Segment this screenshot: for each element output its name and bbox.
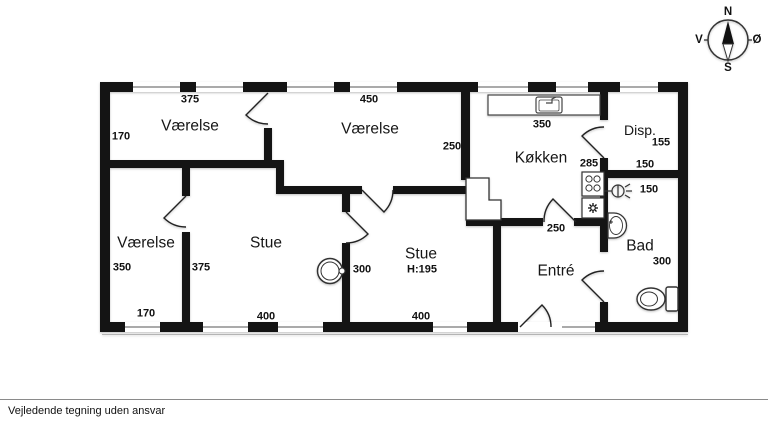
dim-stue-vest-depth: 375 bbox=[191, 261, 211, 274]
toilet-icon bbox=[636, 286, 679, 312]
burner-icon bbox=[593, 184, 601, 192]
burner-icon bbox=[585, 184, 593, 192]
window bbox=[478, 82, 528, 92]
window bbox=[350, 82, 397, 92]
wall-segment bbox=[100, 322, 688, 332]
room-label-bad: Bad bbox=[626, 237, 654, 255]
wall-segment bbox=[600, 92, 608, 120]
wood-stove-icon bbox=[316, 257, 346, 285]
dim-vaerelse-n-width: 450 bbox=[359, 93, 379, 106]
dim-stue-oest-depth: 300 bbox=[352, 263, 372, 276]
stove-body bbox=[581, 171, 605, 197]
wall-segment bbox=[342, 186, 350, 212]
wall-segment bbox=[604, 170, 678, 178]
wall-segment bbox=[678, 82, 688, 332]
window bbox=[203, 322, 248, 332]
lamp-icon bbox=[604, 183, 632, 199]
dim-koekken-width: 350 bbox=[532, 118, 552, 131]
disclaimer-text: Vejledende tegning uden ansvar bbox=[8, 405, 166, 417]
burner-icon bbox=[593, 175, 601, 183]
wall-segment bbox=[182, 232, 190, 322]
compass-west-label: V bbox=[695, 34, 703, 46]
door-koekken-entre bbox=[543, 198, 577, 223]
wall-segment bbox=[182, 168, 190, 196]
dim-gang-width: 150 bbox=[639, 183, 659, 196]
wall-segment bbox=[393, 186, 466, 194]
window bbox=[196, 82, 243, 92]
compass-needle-north bbox=[722, 21, 734, 44]
dim-vaerelse-w-width: 170 bbox=[136, 307, 156, 320]
compass-south-label: S bbox=[724, 62, 732, 74]
room-label-vaerelse-n: Værelse bbox=[341, 120, 399, 138]
dim-entre-width: 250 bbox=[546, 222, 566, 235]
stove-icon bbox=[581, 171, 605, 197]
wall-segment bbox=[110, 160, 282, 168]
window bbox=[433, 322, 467, 332]
door-entrance bbox=[519, 304, 552, 328]
dim-bad-depth: 300 bbox=[652, 255, 672, 268]
room-label-stue-oest: Stue bbox=[405, 245, 437, 263]
room-label-disp: Disp. bbox=[624, 122, 656, 138]
wall-segment bbox=[461, 92, 470, 180]
room-label-vaerelse-nw: Værelse bbox=[161, 117, 219, 135]
door-vaerelse-n-stue bbox=[361, 189, 394, 213]
window bbox=[133, 82, 180, 92]
entrance-door-opening bbox=[518, 322, 562, 332]
dim-koekken-depth: 285 bbox=[579, 157, 599, 170]
wall-segment bbox=[276, 186, 362, 194]
dim-disp-width: 150 bbox=[635, 158, 655, 171]
window bbox=[278, 322, 323, 332]
compass-north-label: N bbox=[723, 6, 733, 18]
room-label-vaerelse-w: Værelse bbox=[117, 234, 175, 252]
dim-vaerelse-n-depth: 250 bbox=[442, 140, 462, 153]
window bbox=[287, 82, 334, 92]
dim-vaerelse-nw-depth: 170 bbox=[111, 130, 131, 143]
dim-stue-oest-width: 400 bbox=[411, 310, 431, 323]
stairs-icon bbox=[465, 177, 502, 221]
wall-segment bbox=[493, 218, 501, 322]
dim-vaerelse-w-depth: 350 bbox=[112, 261, 132, 274]
fan-icon bbox=[581, 197, 605, 219]
kitchen-counter bbox=[487, 94, 601, 116]
window bbox=[620, 82, 658, 92]
dim-stue-vest-width: 400 bbox=[256, 310, 276, 323]
wall-segment bbox=[466, 218, 543, 226]
faucet-icon bbox=[546, 96, 557, 104]
room-label-stue-vest: Stue bbox=[250, 234, 282, 252]
wall-segment bbox=[574, 218, 606, 226]
footer-divider bbox=[0, 399, 768, 400]
washbasin-icon bbox=[607, 212, 628, 239]
room-label-entre: Entré bbox=[537, 262, 575, 280]
doors bbox=[163, 92, 605, 328]
compass-icon bbox=[704, 19, 752, 63]
wall-segment bbox=[600, 302, 608, 322]
window bbox=[125, 322, 160, 332]
wall-segment bbox=[100, 82, 110, 332]
dim-vaerelse-nw-width: 375 bbox=[180, 93, 200, 106]
door-stue-stue bbox=[345, 211, 369, 244]
compass-needle-south bbox=[722, 43, 734, 63]
sink-basin-icon bbox=[538, 99, 560, 112]
burner-icon bbox=[585, 175, 593, 183]
ceiling-height-stue-oest: H:195 bbox=[407, 263, 437, 276]
door-vaerelse-nw bbox=[245, 92, 269, 125]
wall-segment bbox=[264, 128, 272, 168]
dim-disp-depth: 155 bbox=[651, 136, 671, 149]
window bbox=[556, 82, 588, 92]
compass-east-label: Ø bbox=[752, 34, 762, 46]
wall-segment bbox=[276, 160, 284, 194]
door-koekken-disp bbox=[581, 126, 605, 159]
door-bad bbox=[581, 270, 605, 303]
wall-segment bbox=[342, 243, 350, 322]
room-label-koekken: Køkken bbox=[514, 149, 568, 167]
door-vaerelse-w bbox=[163, 195, 187, 228]
windows bbox=[125, 82, 658, 332]
window bbox=[562, 322, 595, 332]
